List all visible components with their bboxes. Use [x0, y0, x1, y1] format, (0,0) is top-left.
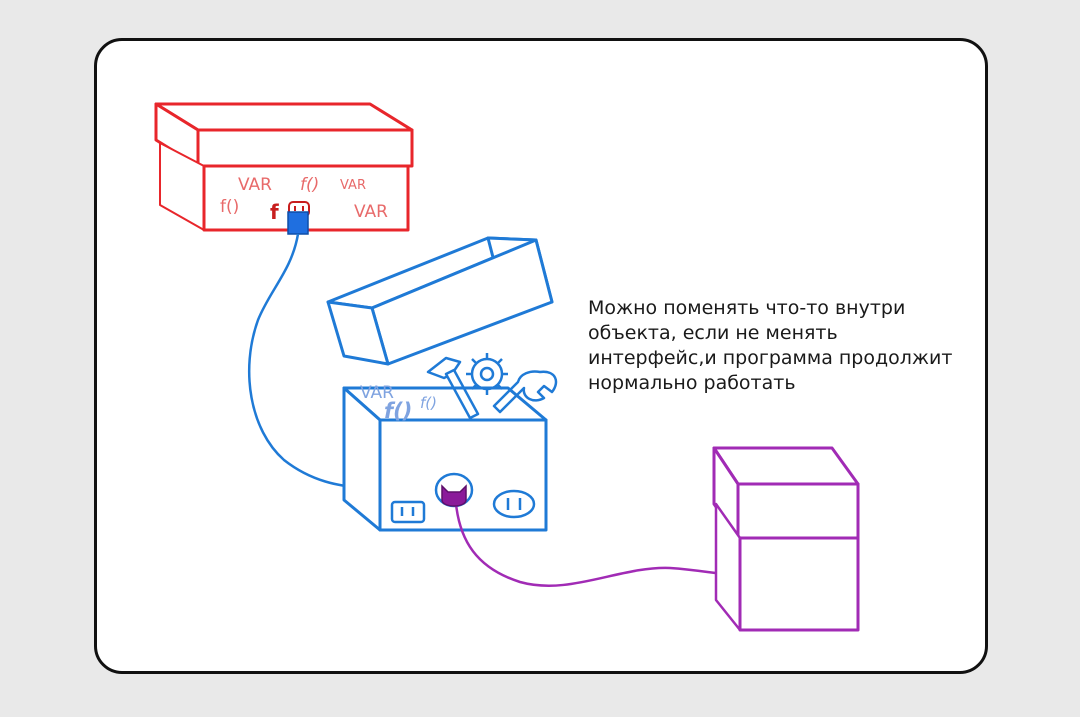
purple-box-body-front [738, 536, 860, 632]
red-label-var-2: VAR [340, 178, 366, 193]
blue-box-side [342, 386, 382, 532]
red-label-fn-2: f() [220, 197, 239, 217]
hammer-icon [426, 356, 480, 420]
blue-label-fn-2: f() [420, 394, 437, 412]
red-label-f: f [270, 200, 279, 224]
purple-box-lid-front [736, 482, 860, 540]
red-label-fn-1: f() [300, 175, 319, 195]
blue-cable [247, 233, 363, 490]
blue-plug-icon [287, 211, 309, 235]
caption-text: Можно поменять что-то внутри объекта, ес… [588, 297, 953, 394]
purple-cable [454, 503, 727, 587]
wrench-icon [492, 370, 558, 414]
purple-plug-icon [441, 484, 467, 507]
red-box-lid-front [196, 128, 414, 168]
socket-left-icon [390, 500, 426, 524]
blue-label-var: VAR [360, 383, 394, 403]
gear-icon [466, 353, 508, 395]
blue-label-fn-1: f() [384, 399, 412, 423]
red-label-var-1: VAR [238, 175, 272, 195]
purple-box [712, 446, 860, 632]
blue-box-lid [326, 236, 554, 366]
socket-right-icon [492, 489, 536, 519]
red-box [154, 102, 414, 232]
red-label-var-3: VAR [354, 202, 388, 222]
